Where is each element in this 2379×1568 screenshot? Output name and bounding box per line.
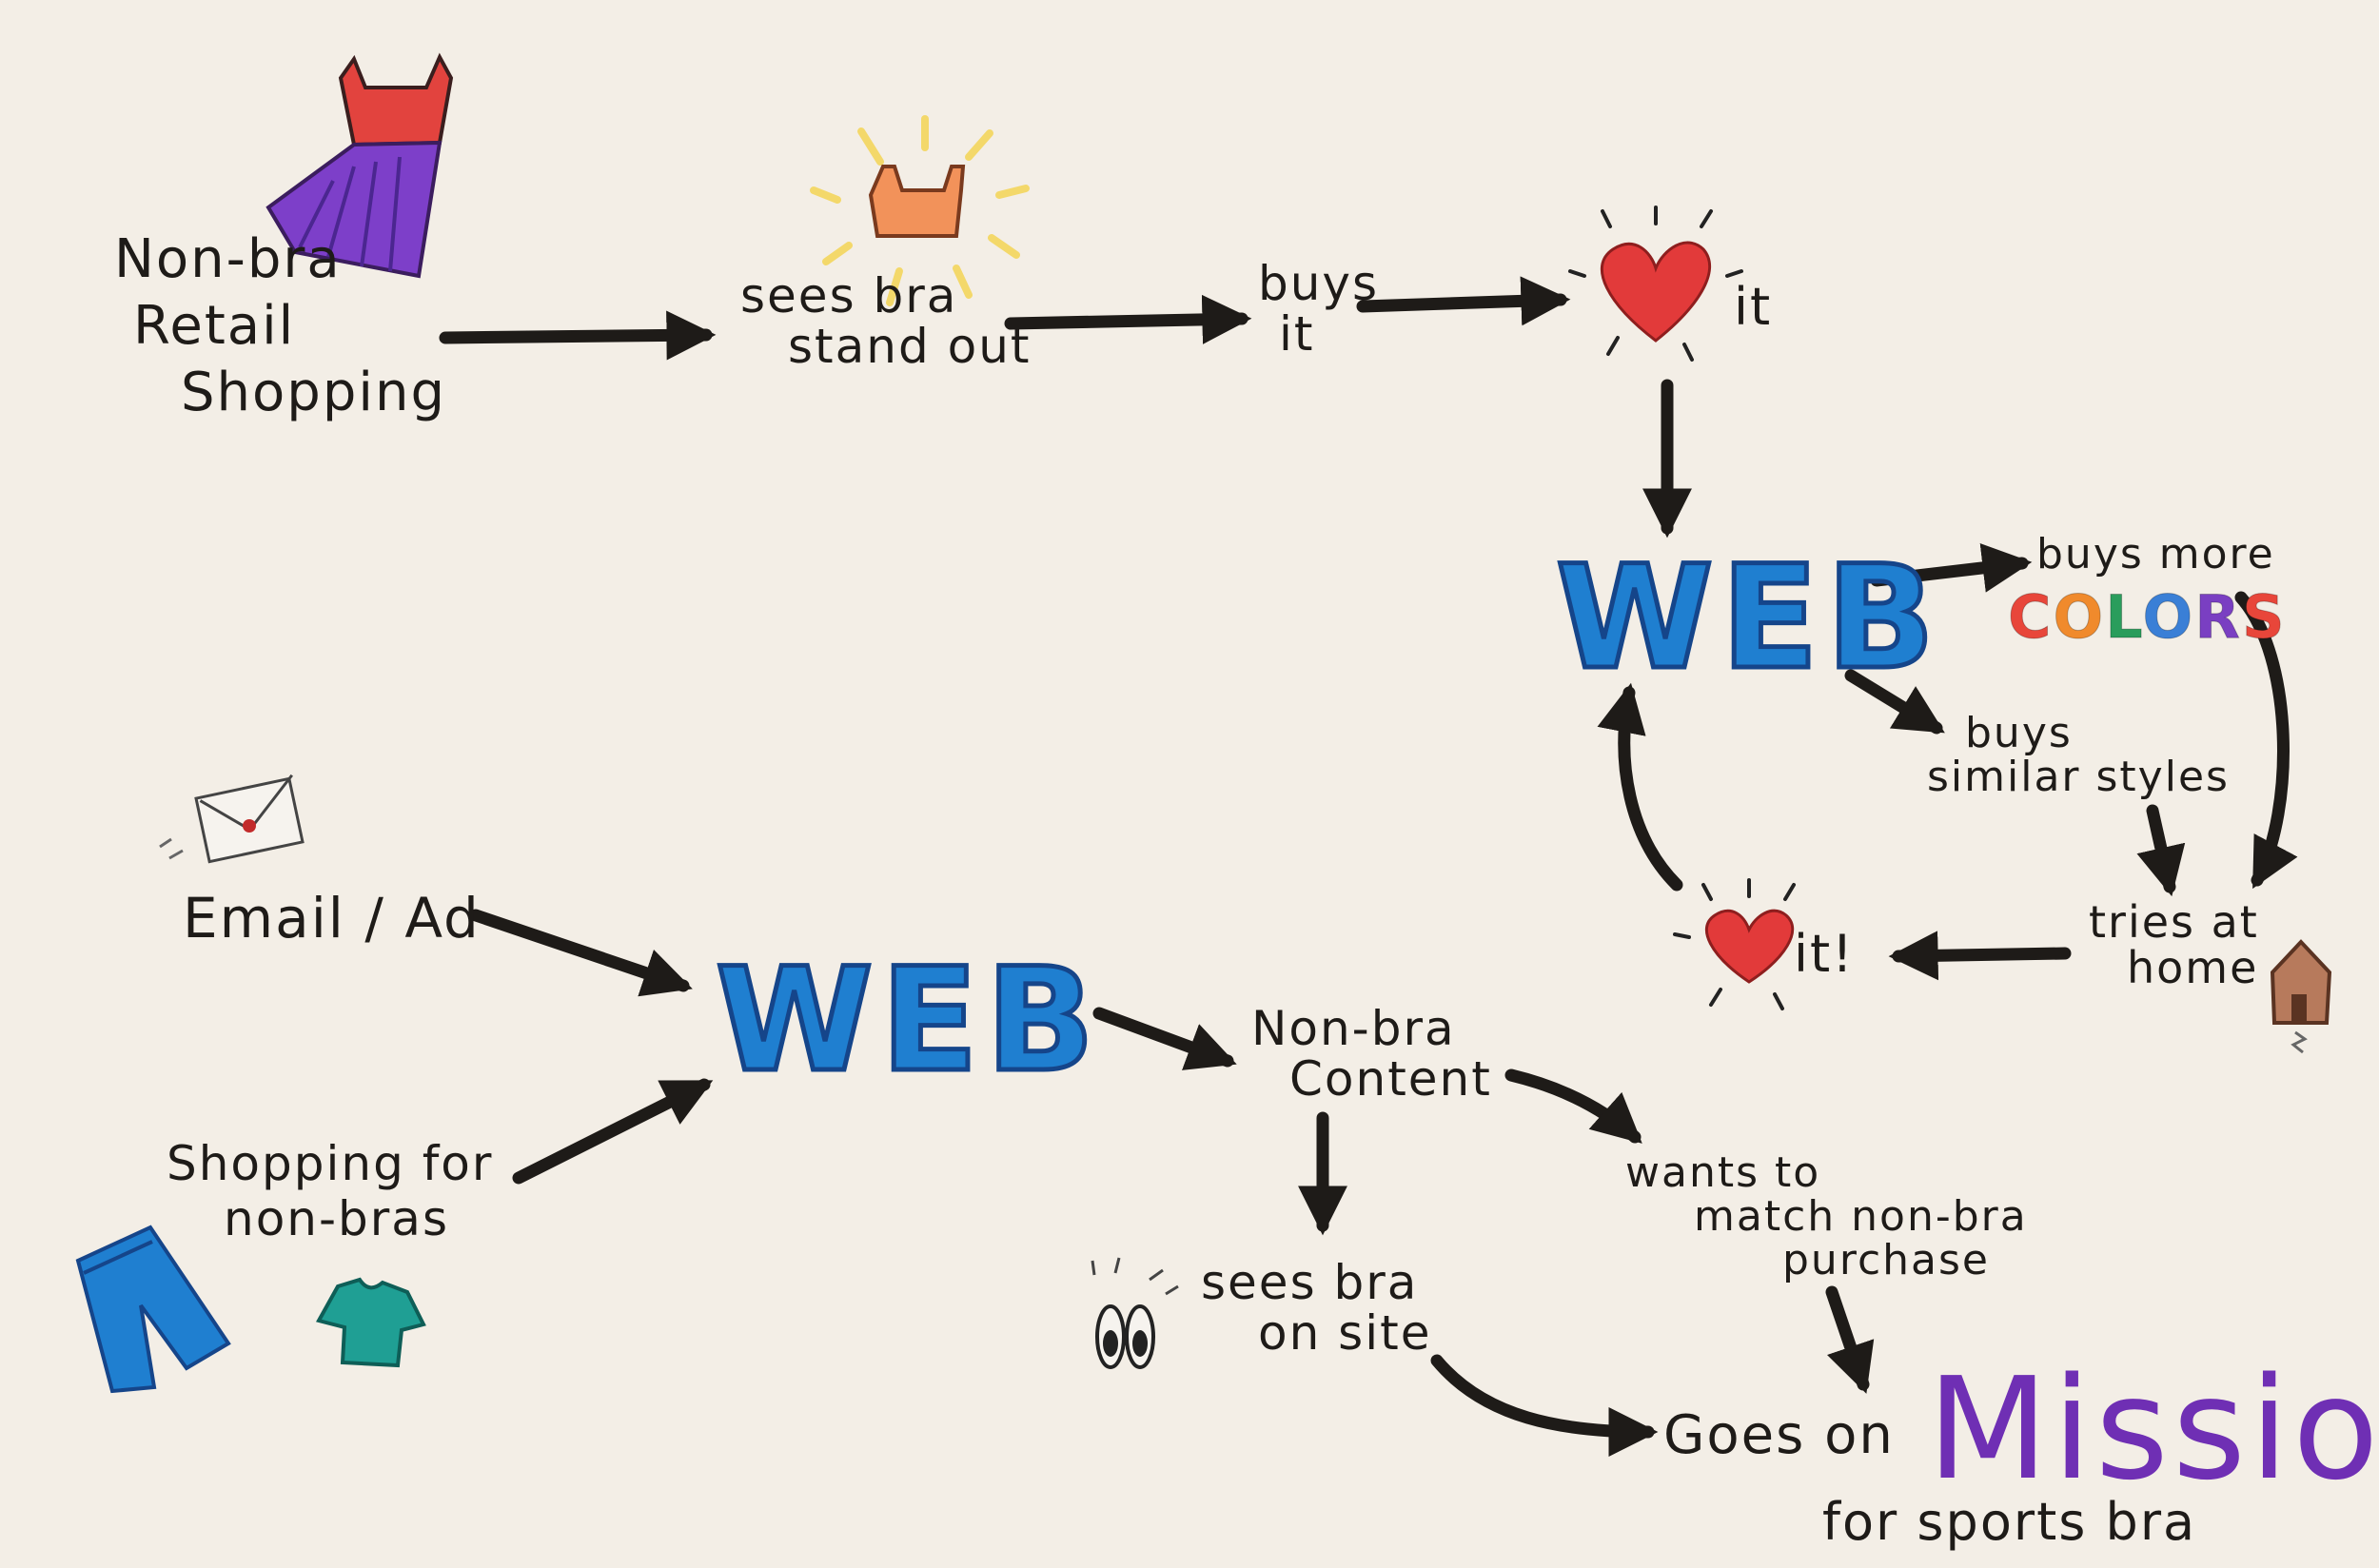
tshirt-icon — [315, 1277, 426, 1368]
node-line: similar styles — [1927, 753, 2230, 802]
node-buys-it: buys it — [1258, 259, 1379, 359]
arrow-wants-to-mission — [1825, 1285, 1875, 1394]
node-line: buys — [1258, 256, 1380, 311]
node-goes-on: Goes on — [1663, 1404, 1895, 1466]
node-wants-to-match: wants to match non-bra purchase — [1625, 1148, 2028, 1285]
node-web-bottom: WEB — [713, 938, 1103, 1104]
node-line: Non-bra — [114, 228, 342, 290]
node-line: purchase — [1782, 1236, 1990, 1285]
colors-letter: C — [2008, 582, 2054, 653]
house-icon — [2270, 939, 2332, 1054]
colors-letter: O — [2053, 582, 2106, 653]
node-line: non-bras — [224, 1190, 449, 1246]
dress-icon — [265, 52, 454, 279]
colors-letter: R — [2194, 582, 2242, 653]
arrow-shopping-to-web — [512, 1078, 714, 1185]
arrow-sees-site-to-goes — [1430, 1354, 1659, 1457]
arrow-web-to-buys-more — [1870, 543, 2033, 593]
arrow-buys-to-heart — [1356, 276, 1571, 326]
node-non-bra-retail-shopping: Non-bra Retail Shopping — [114, 226, 446, 426]
node-line: stand out — [788, 318, 1032, 374]
arrow-retail-to-sees — [439, 310, 717, 361]
arrow-content-to-wants — [1504, 1068, 1642, 1144]
envelope-icon — [159, 774, 305, 864]
heart-icon — [1673, 878, 1796, 1010]
node-line: sees bra — [740, 268, 958, 323]
node-email-ad: Email / Ad — [183, 886, 481, 951]
arrow-tries-to-heart — [1888, 931, 2072, 981]
node-line: buys — [1965, 709, 2073, 757]
node-heart-it-top: it — [1734, 277, 1773, 337]
eyes-icon — [1091, 1257, 1179, 1369]
node-heart-it-bottom: it! — [1794, 924, 1855, 984]
node-line: home — [2127, 942, 2259, 994]
arrow-sees-to-buys — [1004, 294, 1252, 344]
node-line: Content — [1289, 1050, 1492, 1107]
node-line: sees bra — [1201, 1255, 1419, 1310]
arrow-web-to-similar — [1844, 669, 1945, 735]
colors-letter: L — [2105, 582, 2143, 653]
node-buys-more: buys more — [2036, 530, 2275, 578]
node-line: match non-bra — [1694, 1192, 2028, 1242]
arrow-similar-to-tries — [2136, 804, 2186, 897]
node-mission: Mission — [1927, 1347, 2379, 1511]
node-buys-similar-styles: buys similar styles — [1927, 709, 2230, 802]
jeans-icon — [75, 1225, 231, 1394]
node-line: Shopping — [181, 362, 446, 423]
arrow-email-to-web — [469, 909, 693, 997]
node-line: Retail — [133, 295, 296, 357]
sun-bra-icon — [810, 115, 1030, 306]
arrow-heart-to-web-loop — [1597, 682, 1683, 892]
node-tries-at-home: tries at home — [2089, 899, 2259, 991]
node-line: Non-bra — [1251, 1001, 1456, 1056]
node-sees-bra-on-site: sees bra on site — [1201, 1258, 1431, 1358]
heart-icon — [1568, 206, 1743, 362]
node-for-sports-bra: for sports bra — [1822, 1492, 2197, 1552]
arrow-web-to-content — [1092, 1007, 1237, 1070]
node-line: it — [1279, 305, 1315, 362]
node-web-top: WEB — [1553, 536, 1943, 701]
node-line: on site — [1258, 1304, 1432, 1361]
node-line: tries at — [2089, 896, 2259, 948]
node-non-bra-content: Non-bra Content — [1251, 1004, 1492, 1104]
node-line: Shopping for — [167, 1136, 494, 1191]
colors-letter: O — [2142, 582, 2195, 653]
node-sees-bra-stand-out: sees bra stand out — [740, 271, 1032, 371]
arrow-colors-to-tries — [2234, 591, 2298, 890]
colors-word: COLORS — [2008, 582, 2287, 653]
node-line: wants to — [1625, 1148, 1821, 1197]
colors-letter: S — [2242, 582, 2287, 653]
node-shopping-for-non-bras: Shopping for non-bras — [167, 1136, 494, 1246]
